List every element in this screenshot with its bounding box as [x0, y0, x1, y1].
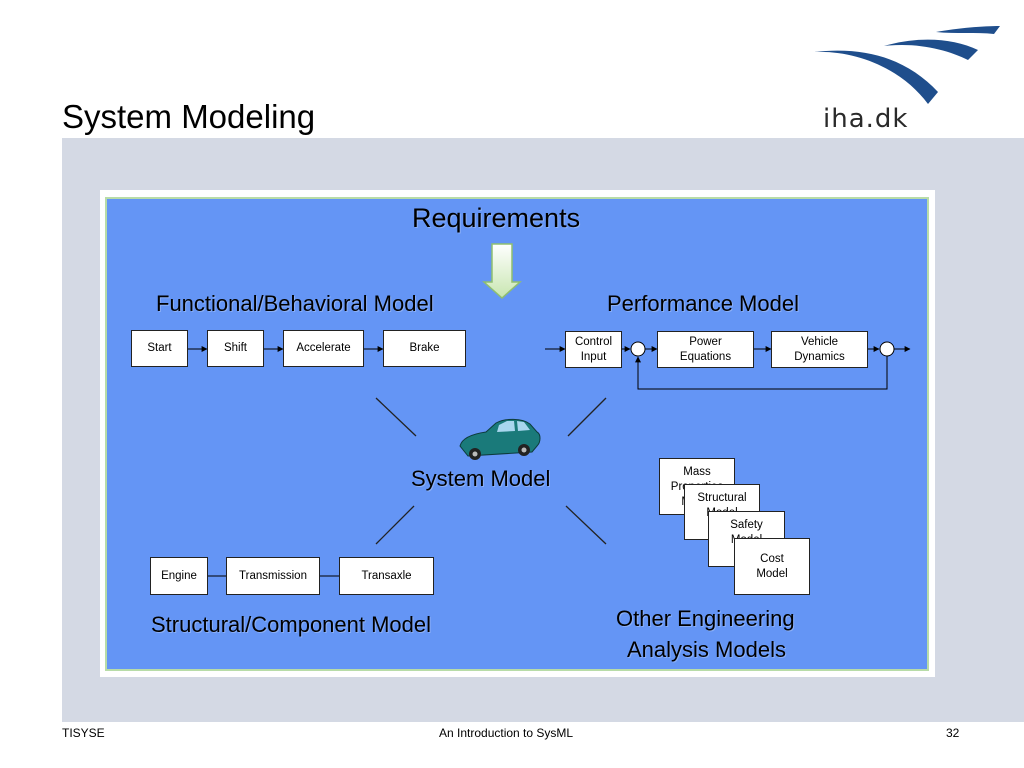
performance-block-vehicle-dynamics: Vehicle Dynamics: [771, 331, 868, 368]
functional-model-heading: Functional/Behavioral Model: [156, 291, 434, 316]
slide-title: System Modeling: [62, 98, 316, 135]
performance-block-power-equations: Power Equations: [657, 331, 754, 368]
component-transaxle: Transaxle: [339, 557, 434, 595]
functional-step-start: Start: [131, 330, 188, 367]
functional-step-accelerate: Accelerate: [283, 330, 364, 367]
page-number: 32: [946, 726, 960, 740]
car-icon: [459, 418, 541, 460]
analysis-model-cost: Cost Model: [734, 538, 810, 595]
footer-center: An Introduction to SysML: [439, 726, 574, 740]
performance-model-heading: Performance Model: [607, 291, 799, 316]
requirements-arrow-icon: [482, 243, 522, 300]
system-model-heading: System Model: [411, 466, 551, 491]
analysis-models-heading-line2: Analysis Models: [627, 637, 786, 662]
functional-step-shift: Shift: [207, 330, 264, 367]
analysis-models-heading-line1: Other Engineering: [616, 606, 795, 631]
footer-left: TISYSE: [62, 726, 105, 740]
logo-text: iha.dk: [823, 104, 909, 134]
structural-model-heading: Structural/Component Model: [151, 612, 432, 637]
requirements-heading: Requirements: [412, 203, 581, 233]
iha-logo-icon: [814, 26, 1000, 104]
performance-block-control-input: Control Input: [565, 331, 622, 368]
component-transmission: Transmission: [226, 557, 320, 595]
functional-step-brake: Brake: [383, 330, 466, 367]
component-engine: Engine: [150, 557, 208, 595]
